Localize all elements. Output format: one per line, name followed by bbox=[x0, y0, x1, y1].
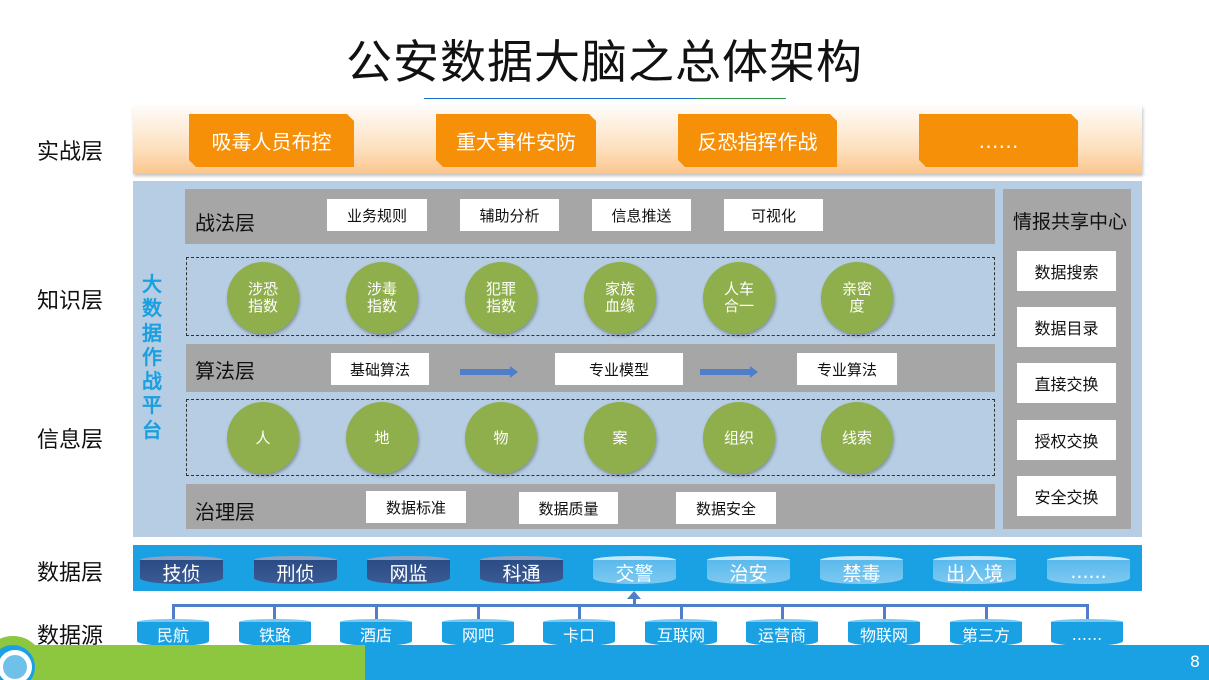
info-node-organization[interactable]: 组织 bbox=[703, 402, 775, 474]
footer-blue-bar bbox=[365, 645, 1209, 680]
platform-label-char: 战 bbox=[142, 369, 162, 394]
knowledge-node-person-vehicle[interactable]: 人车合一 bbox=[703, 262, 775, 334]
source-third-party[interactable]: 第三方 bbox=[950, 619, 1022, 646]
source-connector-trunk bbox=[633, 593, 636, 605]
row-label-data: 数据层 bbox=[37, 561, 104, 586]
source-connector-drop bbox=[781, 604, 784, 622]
governance-data-security[interactable]: 数据安全 bbox=[676, 492, 776, 524]
source-connector-drop bbox=[883, 604, 886, 622]
source-connector-drop bbox=[985, 604, 988, 622]
source-connector-drop bbox=[172, 604, 175, 622]
platform-label-char: 台 bbox=[142, 417, 162, 442]
knowledge-node-intimacy[interactable]: 亲密度 bbox=[821, 262, 893, 334]
tactic-business-rules[interactable]: 业务规则 bbox=[327, 199, 427, 231]
intel-direct-exchange[interactable]: 直接交换 bbox=[1017, 363, 1116, 403]
data-store-traffic-police[interactable]: 交警 bbox=[593, 556, 676, 585]
intel-data-catalog[interactable]: 数据目录 bbox=[1017, 307, 1116, 347]
governance-layer-label: 治理层 bbox=[195, 500, 255, 524]
data-store-anti-drug[interactable]: 禁毒 bbox=[820, 556, 903, 585]
knowledge-node-family-kinship[interactable]: 家族血缘 bbox=[584, 262, 656, 334]
arrow-right-icon bbox=[750, 366, 758, 378]
source-connector-bus bbox=[172, 604, 1087, 607]
platform-label: 大数据作战平台 bbox=[139, 272, 165, 442]
algorithm-basic[interactable]: 基础算法 bbox=[331, 353, 429, 385]
data-store-more[interactable]: ...... bbox=[1047, 556, 1130, 584]
info-node-clue[interactable]: 线索 bbox=[821, 402, 893, 474]
tactic-assisted-analysis[interactable]: 辅助分析 bbox=[460, 199, 559, 231]
row-label-information: 信息层 bbox=[37, 428, 104, 453]
algorithm-professional[interactable]: 专业算法 bbox=[797, 353, 897, 385]
info-node-person[interactable]: 人 bbox=[227, 402, 299, 474]
source-connector-drop bbox=[375, 604, 378, 622]
row-label-knowledge: 知识层 bbox=[37, 289, 104, 314]
source-internet[interactable]: 互联网 bbox=[645, 619, 717, 646]
knowledge-node-drug-index[interactable]: 涉毒指数 bbox=[346, 262, 418, 334]
knowledge-node-crime-index[interactable]: 犯罪指数 bbox=[465, 262, 537, 334]
logo-inner-icon bbox=[0, 650, 32, 680]
page-title: 公安数据大脑之总体架构 bbox=[346, 35, 863, 89]
source-iot[interactable]: 物联网 bbox=[848, 619, 920, 646]
source-connector-drop bbox=[273, 604, 276, 622]
info-node-place[interactable]: 地 bbox=[346, 402, 418, 474]
data-store-public-order[interactable]: 治安 bbox=[707, 556, 790, 585]
arrow-up-icon bbox=[627, 591, 641, 599]
platform-label-char: 作 bbox=[142, 344, 162, 369]
governance-data-quality[interactable]: 数据质量 bbox=[519, 492, 618, 524]
source-railway[interactable]: 铁路 bbox=[239, 619, 311, 646]
knowledge-node-terror-index[interactable]: 涉恐指数 bbox=[227, 262, 299, 334]
source-carrier[interactable]: 运营商 bbox=[746, 619, 818, 646]
information-dashed-box bbox=[186, 399, 995, 476]
platform-label-char: 平 bbox=[142, 393, 162, 418]
source-connector-drop bbox=[1086, 604, 1089, 622]
source-connector-drop bbox=[680, 604, 683, 622]
intel-center-title: 情报共享中心 bbox=[1012, 211, 1127, 233]
source-connector-drop bbox=[477, 604, 480, 622]
intel-secure-exchange[interactable]: 安全交换 bbox=[1017, 476, 1116, 516]
practice-item-antiterror-command[interactable]: 反恐指挥作战 bbox=[678, 114, 837, 167]
tactic-info-push[interactable]: 信息推送 bbox=[592, 199, 691, 231]
intel-data-search[interactable]: 数据搜索 bbox=[1017, 251, 1116, 291]
intel-center-panel bbox=[1003, 189, 1131, 529]
data-store-tech-communication[interactable]: 科通 bbox=[480, 556, 563, 585]
practice-item-drug-control[interactable]: 吸毒人员布控 bbox=[189, 114, 354, 167]
algorithm-arrow-2-shaft bbox=[700, 369, 750, 375]
footer-green-bar bbox=[0, 645, 365, 680]
practice-item-event-security[interactable]: 重大事件安防 bbox=[436, 114, 596, 167]
row-label-practice: 实战层 bbox=[37, 140, 104, 165]
tactic-visualization[interactable]: 可视化 bbox=[724, 199, 823, 231]
knowledge-dashed-box bbox=[186, 257, 995, 336]
source-connector-drop bbox=[578, 604, 581, 622]
platform-label-char: 大 bbox=[142, 272, 162, 296]
info-node-object[interactable]: 物 bbox=[465, 402, 537, 474]
tactics-layer-label: 战法层 bbox=[195, 211, 255, 235]
algorithm-arrow-1-shaft bbox=[460, 369, 510, 375]
intel-authorized-exchange[interactable]: 授权交换 bbox=[1017, 420, 1116, 460]
source-more[interactable]: ...... bbox=[1051, 619, 1123, 646]
algorithm-layer-label: 算法层 bbox=[195, 359, 255, 383]
platform-label-char: 据 bbox=[142, 320, 162, 345]
data-store-network-monitoring[interactable]: 网监 bbox=[367, 556, 450, 585]
source-hotel[interactable]: 酒店 bbox=[340, 619, 412, 646]
source-civil-aviation[interactable]: 民航 bbox=[137, 619, 209, 646]
row-label-source: 数据源 bbox=[37, 624, 104, 649]
governance-data-standard[interactable]: 数据标准 bbox=[366, 491, 466, 523]
algorithm-professional-model[interactable]: 专业模型 bbox=[555, 353, 683, 385]
info-node-case[interactable]: 案 bbox=[584, 402, 656, 474]
title-underline bbox=[424, 98, 786, 99]
practice-item-more[interactable]: …… bbox=[919, 114, 1078, 167]
source-checkpoint[interactable]: 卡口 bbox=[543, 619, 615, 646]
data-store-border-control[interactable]: 出入境 bbox=[933, 556, 1016, 585]
page-number: 8 bbox=[1189, 652, 1200, 671]
platform-label-char: 数 bbox=[142, 296, 162, 321]
tactics-layer-bar bbox=[185, 189, 995, 244]
arrow-right-icon bbox=[510, 366, 518, 378]
data-store-criminal-investigation[interactable]: 刑侦 bbox=[254, 556, 337, 585]
source-internet-cafe[interactable]: 网吧 bbox=[442, 619, 514, 646]
data-store-tech-investigation[interactable]: 技侦 bbox=[140, 556, 223, 585]
